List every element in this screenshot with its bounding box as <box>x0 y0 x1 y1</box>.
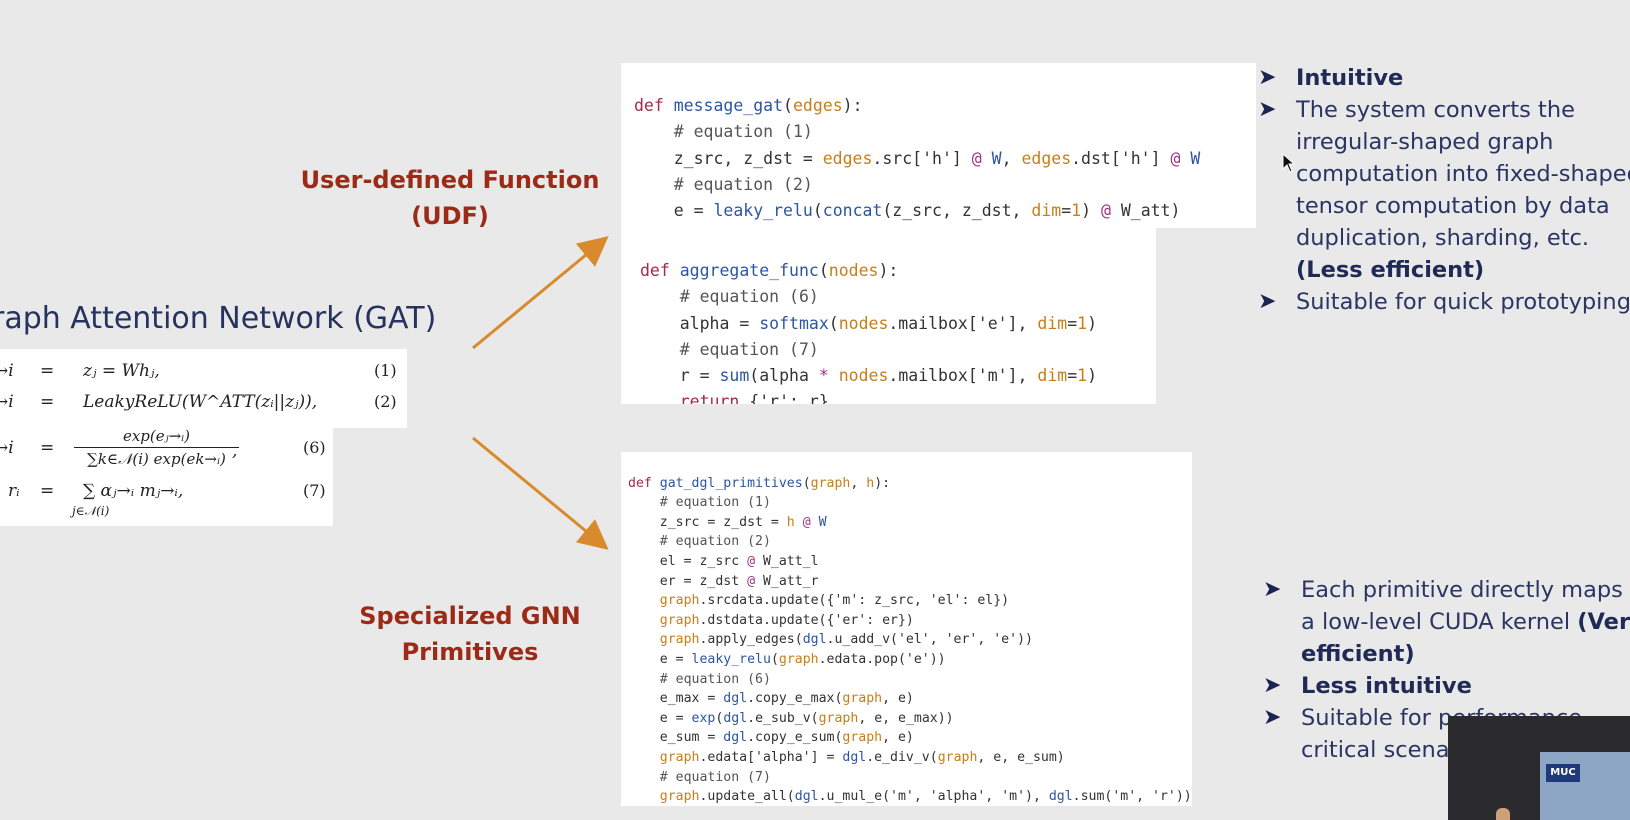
code-line: e_sum = dgl.copy_e_sum(graph, e) <box>628 730 914 746</box>
equation-panel-top <box>0 349 407 428</box>
code-line: e = leaky_relu(graph.edata.pop('e')) <box>628 651 946 667</box>
code-line: # equation (2) <box>634 174 813 194</box>
primitives-label: Specialized GNN Primitives <box>330 598 610 670</box>
equation-6: →i = exp(eⱼ→ᵢ) ∑k∈𝒩(i) exp(ek→ᵢ) , (6) <box>0 427 326 468</box>
code-line: # equation (1) <box>628 495 771 511</box>
arrow-bullet-icon: ➤ <box>1263 577 1282 602</box>
code-line: # equation (2) <box>628 534 771 550</box>
udf-label: User-defined Function (UDF) <box>300 162 600 234</box>
code-gat-dgl-primitives: def gat_dgl_primitives(graph, h): # equa… <box>621 452 1192 806</box>
code-line: alpha = softmax(nodes.mailbox['e'], dim=… <box>640 313 1098 333</box>
code-line: def message_gat(edges): <box>634 96 863 116</box>
arrow-bullet-icon: ➤ <box>1263 673 1282 698</box>
video-logo: MUC <box>1546 764 1580 782</box>
speaker-figure <box>1496 808 1510 820</box>
code-line: e = exp(dgl.e_sub_v(graph, e, e_max)) <box>628 710 954 726</box>
code-line: e = leaky_relu(concat(z_src, z_dst, dim=… <box>634 201 1181 221</box>
arrow-bullet-icon: ➤ <box>1258 289 1277 314</box>
bullet-each-primitive: ➤ Each primitive directly maps to a low-… <box>1263 574 1630 670</box>
equation-panel-bottom <box>0 428 333 526</box>
video-screen <box>1540 752 1630 820</box>
bullet-less-intuitive: ➤ Less intuitive <box>1263 670 1630 702</box>
arrow-bullet-icon: ➤ <box>1263 705 1282 730</box>
arrow-to-primitives <box>472 436 609 550</box>
speaker-video-thumbnail[interactable]: MUC <box>1448 716 1630 820</box>
gat-title: raph Attention Network (GAT) <box>0 301 437 336</box>
code-line: z_src = z_dst = h @ W <box>628 514 827 530</box>
code-line: # equation (7) <box>640 339 819 359</box>
code-line: # equation (7) <box>628 769 771 785</box>
equation-2: →i = LeakyReLU(W^ATT(zᵢ||zⱼ)), (2) <box>0 392 397 412</box>
arrow-bullet-icon: ➤ <box>1258 65 1277 90</box>
udf-bullets: ➤ Intuitive ➤ The system converts the ir… <box>1258 62 1630 318</box>
code-line: # equation (6) <box>628 671 771 687</box>
arrow-to-udf <box>472 236 609 350</box>
code-line: z_src, z_dst = edges.src['h'] @ W, edges… <box>634 148 1201 168</box>
arrow-bullet-icon: ➤ <box>1258 97 1277 122</box>
code-message-gat: def message_gat(edges): # equation (1) z… <box>621 63 1256 228</box>
code-line: return {'r': r} <box>679 392 829 404</box>
primitives-bullets: ➤ Each primitive directly maps to a low-… <box>1263 574 1630 766</box>
code-line: r = sum(alpha * nodes.mailbox['m'], dim=… <box>640 366 1098 386</box>
primitives-label-line1: Specialized GNN <box>359 602 581 630</box>
primitives-label-line2: Primitives <box>401 638 539 666</box>
equation-1: →i = zⱼ = Whⱼ, (1) <box>0 361 397 381</box>
equation-7: rᵢ = ∑ αⱼ→ᵢ mⱼ→ᵢ, j∈𝒩(i) (7) <box>8 481 326 518</box>
bullet-intuitive: ➤ Intuitive <box>1258 62 1630 94</box>
code-line: er = z_dst @ W_att_r <box>628 573 819 589</box>
code-line: e_max = dgl.copy_e_max(graph, e) <box>628 691 914 707</box>
code-line: return {'m': z_src, 'e': e} <box>634 224 1256 228</box>
mouse-cursor-icon <box>1282 153 1296 173</box>
code-line: el = z_src @ W_att_l <box>628 553 819 569</box>
code-line: graph.edata['alpha'] = dgl.e_div_v(graph… <box>659 749 1065 765</box>
code-line: graph.apply_edges(dgl.u_add_v('el', 'er'… <box>659 632 1033 648</box>
code-aggregate-func: def aggregate_func(nodes): # equation (6… <box>621 228 1156 404</box>
code-line: # equation (1) <box>634 122 813 142</box>
code-line: def aggregate_func(nodes): <box>640 261 899 281</box>
code-line: graph.dstdata.update({'er': er}) <box>659 612 914 628</box>
code-line: # equation (6) <box>640 287 819 307</box>
code-line: graph.update_all(dgl.u_mul_e('m', 'alpha… <box>659 789 1192 805</box>
udf-label-line2: (UDF) <box>411 202 489 230</box>
code-line: graph.srcdata.update({'m': z_src, 'el': … <box>659 593 1010 609</box>
udf-label-line1: User-defined Function <box>300 166 600 194</box>
bullet-system-converts: ➤ The system converts the irregular-shap… <box>1258 94 1630 286</box>
code-line: def gat_dgl_primitives(graph, h): <box>628 475 891 491</box>
bullet-quick-prototyping: ➤ Suitable for quick prototyping <box>1258 286 1630 318</box>
